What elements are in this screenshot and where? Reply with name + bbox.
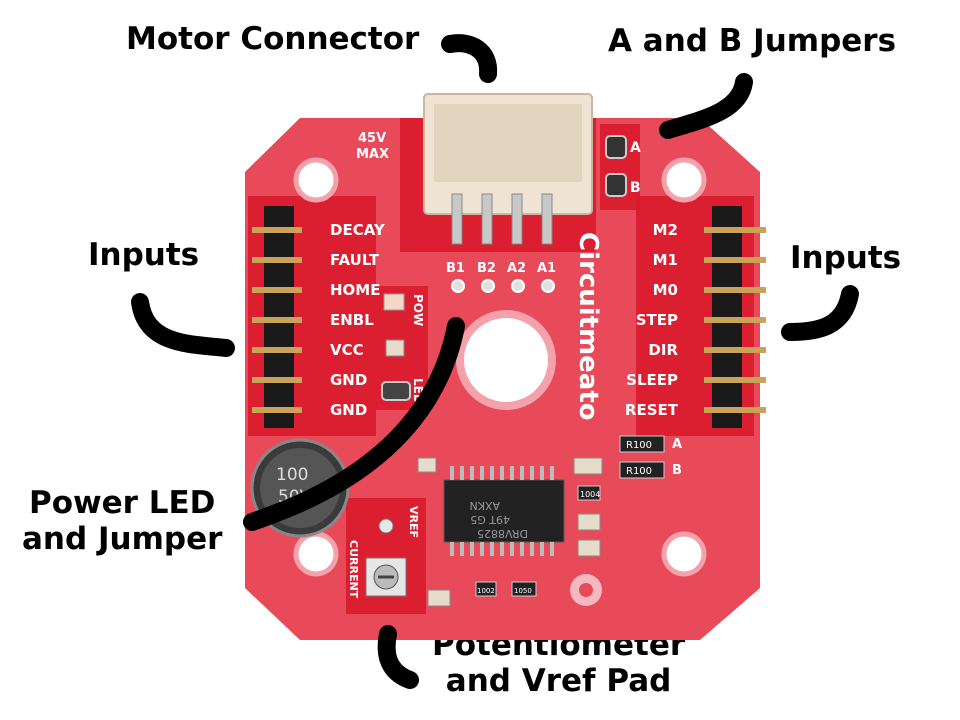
right-pin-label: M1 [653,251,678,269]
inputs-left-pointer [131,293,235,357]
center-hole [456,310,556,410]
right-pin-label: M2 [653,221,678,239]
led-jumper-pad [381,381,411,401]
left-header-pin [252,407,302,413]
resistor-a-value: R100 [626,440,652,451]
chip-label-1: DRV8825 [477,527,528,540]
small-resistor-2-value: 1002 [477,587,495,595]
jumper-a-pad [605,135,627,159]
potentiometer-callout-line2: and Vref Pad [445,662,672,699]
motor-connector-inner [434,104,582,182]
left-pin-label: DECAY [330,221,386,239]
motor-connector-callout: Motor Connector [126,21,420,57]
ab-jumpers-pointer [659,73,753,139]
left-pin-labels: DECAY FAULT HOME ENBL VCC GND GND [330,221,386,419]
mount-hole-br [661,531,707,577]
power-led [383,293,405,311]
right-pin-label: SLEEP [626,371,678,389]
mount-hole-tl [293,157,339,203]
voltage-label-2: MAX [356,147,389,162]
left-pin-label: ENBL [330,311,374,329]
small-cap-1 [385,339,405,357]
small-resistor-3 [511,581,537,597]
right-pin-label: M0 [653,281,678,299]
resistor-b [619,461,665,479]
left-header-pin [252,377,302,383]
small-cap-4 [577,539,601,557]
small-cap-2 [573,457,603,475]
motor-connector-pointer [441,34,498,83]
small-resistor-2 [475,581,497,597]
right-header-pin [704,347,766,353]
small-resistor-3-value: 1050 [514,587,532,595]
left-pin-label: HOME [330,281,380,299]
right-header-pin [704,377,766,383]
chip-label-2: 49T G5 [470,513,510,526]
power-led-callout: Power LED and Jumper [22,485,223,557]
voltage-label-1: 45V [358,131,386,146]
small-cap-5 [427,589,451,607]
motor-pin-label-0: B1 [446,261,465,276]
left-pin-label: GND [330,401,367,419]
resistor-b-value: R100 [626,466,652,477]
resistor-a-tag: A [672,437,682,452]
right-pin-label: RESET [625,401,679,419]
capacitor-value: 100 [276,465,308,485]
open-hardware-gear-icon [570,574,602,606]
inputs-left-callout: Inputs [88,237,200,273]
right-pin-label: STEP [636,311,678,329]
power-led-callout-line2: and Jumper [22,520,223,557]
right-header-pin [704,287,766,293]
pow-label: POW [411,294,425,326]
inputs-right-pointer [781,285,859,341]
small-resistor-1-value: 1004 [580,490,600,499]
inputs-right-callout: Inputs [790,240,902,276]
jumper-b-pad [605,173,627,197]
motor-pin-label-3: A1 [537,261,556,276]
jumper-b-label: B [630,180,641,196]
right-header-pin [704,257,766,263]
vref-label: VREF [407,506,420,538]
left-header-pin [252,257,302,263]
left-header-pins [252,227,302,413]
mount-hole-tr [661,157,707,203]
mount-hole-bl [293,531,339,577]
left-header-pin [252,227,302,233]
small-cap-3 [577,513,601,531]
left-header-pin [252,347,302,353]
potentiometer-pointer [377,625,419,689]
brand-logo-text: Circuitmeato [573,232,603,421]
jumper-a-label: A [630,140,641,156]
power-led-callout-line1: Power LED [28,485,216,521]
motor-pin-label-2: A2 [507,261,526,276]
driver-chip [443,479,565,543]
small-cap-6 [417,457,437,473]
power-led-pointer [243,317,465,531]
motor-pin-pads [451,279,555,293]
motor-pin-label-1: B2 [477,261,496,276]
resistor-b-tag: B [672,463,682,478]
chip-leads [450,466,554,556]
left-pin-label: VCC [330,341,364,359]
ab-jumpers-callout: A and B Jumpers [608,23,897,59]
right-header-pins [704,227,766,413]
right-header-pin [704,317,766,323]
left-pin-label: GND [330,371,367,389]
motor-connector-pins [451,193,553,245]
small-resistor-1 [577,485,601,501]
current-label: CURRENT [347,540,360,599]
right-header-pin [704,407,766,413]
vref-pad [378,518,394,534]
right-pin-label: DIR [648,341,678,359]
resistor-a [619,435,665,453]
left-header-pin [252,287,302,293]
chip-label-3: AXKN [469,499,500,512]
left-header-pin [252,317,302,323]
left-pin-label: FAULT [330,251,380,269]
right-header-pin [704,227,766,233]
